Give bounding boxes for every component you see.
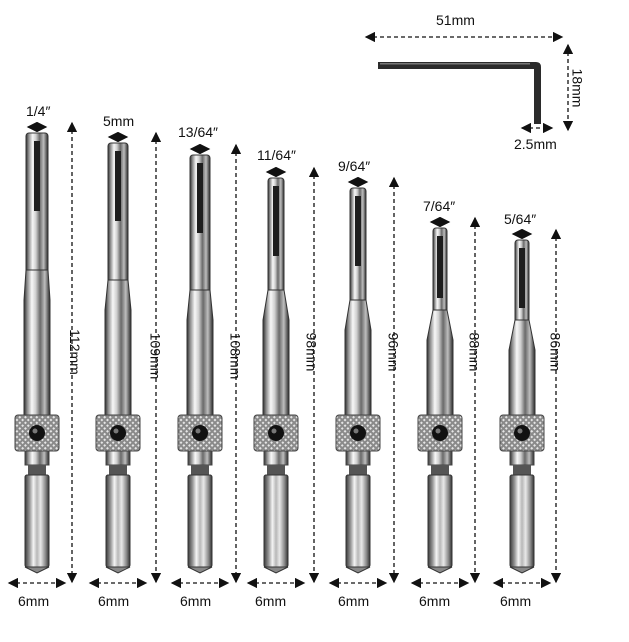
bit-flute-slot (273, 186, 279, 256)
bit-hex-tip (187, 566, 213, 574)
bit-set-screw-highlight (195, 428, 201, 434)
bit-groove (431, 465, 449, 475)
bit-set-screw-highlight (353, 428, 359, 434)
bit-3-shank-label: 6mm (180, 593, 212, 609)
bit-neck (263, 450, 289, 466)
bit-body (23, 269, 51, 416)
bit-groove (109, 465, 127, 475)
bit-set-screw-highlight (271, 428, 277, 434)
bit-flute-slot (355, 196, 361, 266)
bit-hex-shank (263, 474, 289, 568)
bit-5-shank-label: 6mm (338, 593, 370, 609)
bit-set-screw (29, 425, 45, 441)
bit-flute-slot (197, 163, 203, 233)
hex-key-height-label: 18mm (569, 68, 586, 108)
hex-key-highlight (380, 63, 530, 65)
bit-flute-slot (34, 141, 40, 211)
bit-7-length-label: 86mm (547, 332, 564, 372)
bit-set-screw-highlight (435, 428, 441, 434)
bit-neck (509, 450, 535, 466)
bit-6-length-label: 88mm (466, 332, 483, 372)
bit-set-screw (192, 425, 208, 441)
bit-2-tip-label: 5mm (103, 113, 135, 129)
bit-set-screw (350, 425, 366, 441)
bit-hex-shank (105, 474, 131, 568)
bit-body (344, 299, 372, 416)
bit-body (262, 289, 290, 416)
bit-hex-tip (105, 566, 131, 574)
bit-groove (28, 465, 46, 475)
bit-set-screw-highlight (113, 428, 119, 434)
bit-neck (427, 450, 453, 466)
bit-flute-slot (519, 248, 525, 308)
drill-bit-6 (417, 227, 463, 574)
bit-set-screw (432, 425, 448, 441)
bit-6-tip-label: 7/64″ (423, 198, 456, 214)
bit-set-screw-highlight (517, 428, 523, 434)
bit-hex-tip (427, 566, 453, 574)
bit-hex-shank (427, 474, 453, 568)
hex-key (378, 62, 541, 124)
bit-body (104, 279, 132, 416)
bit-5-length-label: 96mm (385, 332, 402, 372)
bit-hex-tip (263, 566, 289, 574)
bit-hex-tip (24, 566, 50, 574)
bit-groove (513, 465, 531, 475)
bit-neck (24, 450, 50, 466)
drill-bits (14, 132, 545, 574)
hex-key-length-label: 51mm (436, 12, 475, 28)
bit-groove (349, 465, 367, 475)
drill-bit-4 (253, 177, 299, 574)
bit-set-screw (110, 425, 126, 441)
bit-5-tip-label: 9/64″ (338, 158, 371, 174)
bit-2-length-label: 109mm (147, 332, 164, 380)
drill-bit-2 (95, 142, 141, 574)
bit-1-tip-label: 1/4″ (26, 103, 51, 119)
bit-neck (345, 450, 371, 466)
bit-3-length-label: 108mm (227, 332, 244, 380)
bit-hex-shank (187, 474, 213, 568)
bit-hex-shank (345, 474, 371, 568)
bit-4-shank-label: 6mm (255, 593, 287, 609)
drill-bit-7 (499, 239, 545, 574)
drill-bit-1 (14, 132, 60, 574)
bit-4-tip-label: 11/64″ (257, 147, 296, 163)
hex-key-size-label: 2.5mm (514, 136, 557, 152)
bit-hex-shank (24, 474, 50, 568)
bit-hex-shank (509, 474, 535, 568)
bit-set-screw-highlight (32, 428, 38, 434)
bit-3-tip-label: 13/64″ (178, 124, 218, 140)
bit-flute-slot (115, 151, 121, 221)
bit-groove (191, 465, 209, 475)
bit-set-screw (268, 425, 284, 441)
drill-bit-3 (177, 154, 223, 574)
dimension-lines (7, 31, 574, 589)
bit-neck (187, 450, 213, 466)
bit-body (186, 289, 214, 416)
bit-1-shank-label: 6mm (18, 593, 50, 609)
bit-1-length-label: 112mm (66, 329, 83, 375)
bit-6-shank-label: 6mm (419, 593, 451, 609)
bit-7-shank-label: 6mm (500, 593, 532, 609)
bit-neck (105, 450, 131, 466)
bit-2-shank-label: 6mm (98, 593, 130, 609)
bit-groove (267, 465, 285, 475)
bit-hex-tip (509, 566, 535, 574)
bit-flute-slot (437, 236, 443, 298)
hex-key-body (378, 62, 541, 124)
bit-4-length-label: 98mm (303, 332, 320, 372)
bit-body (508, 319, 536, 416)
bit-hex-tip (345, 566, 371, 574)
bit-body (426, 309, 454, 416)
drill-bit-5 (335, 187, 381, 574)
bit-7-tip-label: 5/64″ (504, 211, 537, 227)
bit-set-screw (514, 425, 530, 441)
